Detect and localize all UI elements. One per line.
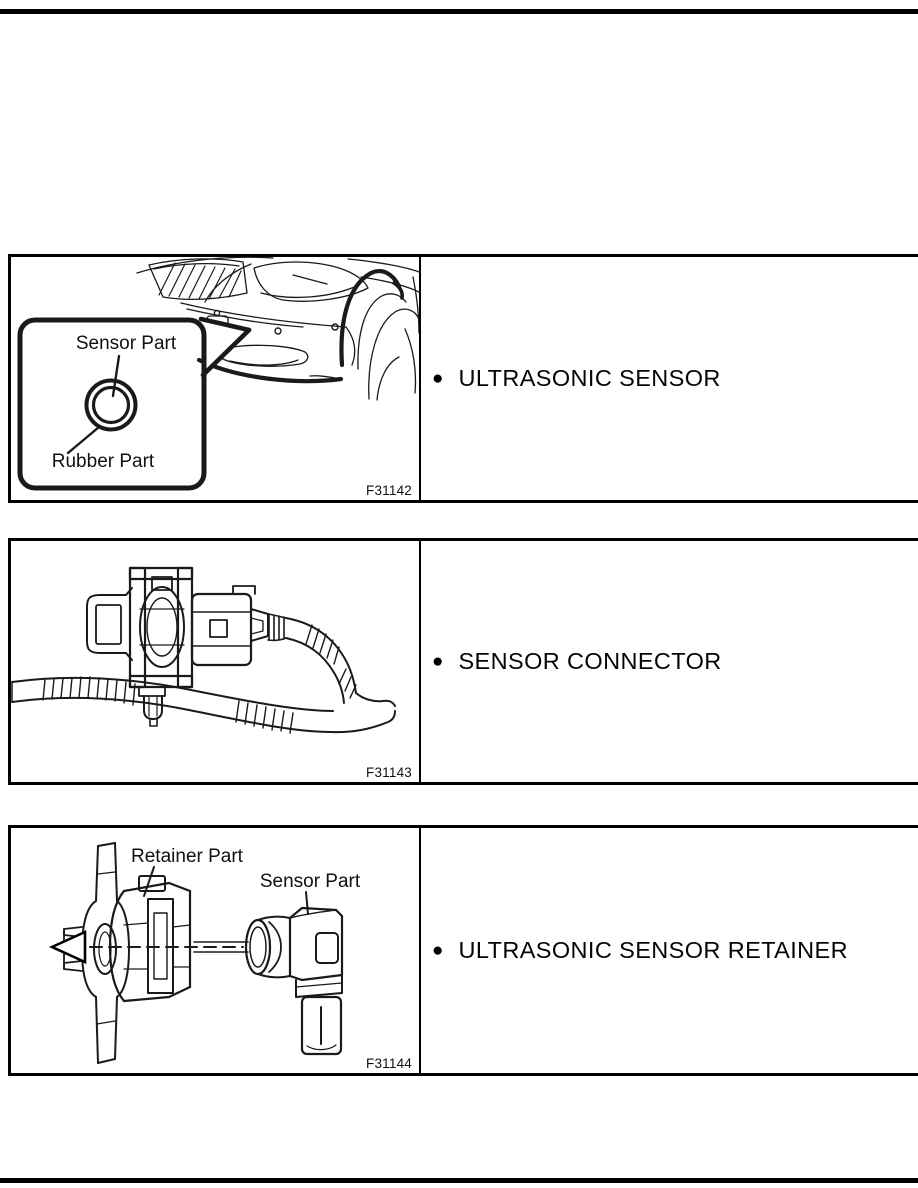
panel-ultrasonic-sensor-retainer: Retainer Part Sensor Part bbox=[8, 825, 918, 1076]
callout-box bbox=[17, 317, 207, 491]
callout-pointer bbox=[200, 321, 249, 373]
panel-title: SENSOR CONNECTOR bbox=[458, 648, 722, 674]
sensor-outer-ring bbox=[84, 378, 138, 432]
sensor-inner-ring bbox=[91, 385, 131, 425]
sensor-connector-illustration bbox=[11, 566, 396, 734]
callout-sensor-part-label: Sensor Part bbox=[260, 871, 361, 892]
callout-sensor-part-label: Sensor Part bbox=[76, 333, 177, 354]
panel-title: ULTRASONIC SENSOR RETAINER bbox=[458, 937, 848, 963]
bullet-icon: ● bbox=[432, 940, 444, 961]
direction-arrow bbox=[48, 929, 87, 965]
figure-cell-sensor-connector: F31143 bbox=[11, 541, 421, 782]
panel-sensor-connector: F31143 ● SENSOR CONNECTOR bbox=[8, 538, 918, 785]
figure-code: F31142 bbox=[366, 483, 412, 498]
figure-cell-sensor-retainer: Retainer Part Sensor Part bbox=[11, 828, 421, 1073]
panel-title: ULTRASONIC SENSOR bbox=[458, 365, 721, 391]
bumper-sensor-illustration: Sensor Part Rubber Part bbox=[17, 257, 419, 491]
figure-code: F31144 bbox=[366, 1056, 412, 1071]
bullet-icon: ● bbox=[432, 368, 444, 389]
top-edge-rule bbox=[0, 9, 918, 14]
label-cell-sensor-connector: ● SENSOR CONNECTOR bbox=[421, 541, 918, 782]
figure-cell-ultrasonic-sensor: Sensor Part Rubber Part F31142 bbox=[11, 257, 421, 500]
panel-ultrasonic-sensor: Sensor Part Rubber Part F31142 ● ULTRASO… bbox=[8, 254, 918, 503]
callout-rubber-part-label: Rubber Part bbox=[52, 451, 155, 472]
sensor-retainer-illustration: Retainer Part Sensor Part bbox=[48, 842, 361, 1064]
bottom-edge-rule bbox=[0, 1178, 918, 1183]
figure-code: F31143 bbox=[366, 765, 412, 780]
bullet-icon: ● bbox=[432, 651, 444, 672]
callout-retainer-part-label: Retainer Part bbox=[131, 846, 244, 867]
label-cell-ultrasonic-sensor: ● ULTRASONIC SENSOR bbox=[421, 257, 918, 500]
label-cell-sensor-retainer: ● ULTRASONIC SENSOR RETAINER bbox=[421, 828, 918, 1073]
